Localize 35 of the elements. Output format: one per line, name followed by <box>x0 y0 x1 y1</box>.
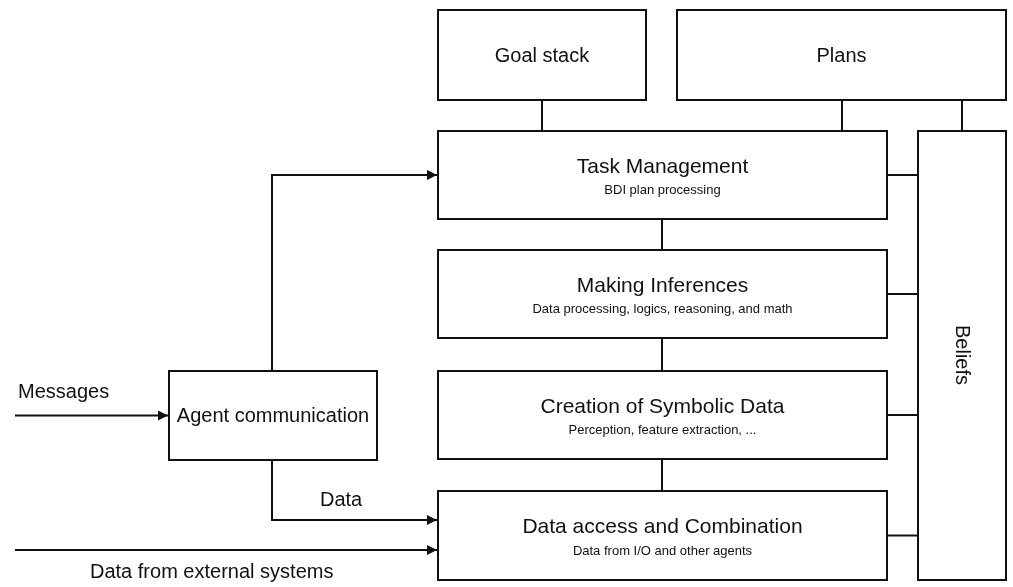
connector-line <box>887 174 918 176</box>
connector-line <box>887 293 918 295</box>
process-box <box>437 9 647 101</box>
box-subtitle: Data processing, logics, reasoning, and math <box>532 301 793 317</box>
process-box <box>437 490 888 581</box>
connector-line <box>661 338 663 371</box>
edge-label: Data from external systems <box>88 560 336 583</box>
arrow <box>271 460 438 525</box>
process-box <box>168 370 378 461</box>
connector-line <box>541 100 543 131</box>
arrow <box>14 410 169 421</box>
connector-line <box>887 414 918 416</box>
box-title: Beliefs <box>950 325 974 386</box>
process-box <box>437 249 888 339</box>
box-title: Creation of Symbolic Data <box>540 392 785 419</box>
connector-line <box>841 100 843 131</box>
box-title: Data access and Combination <box>522 513 803 540</box>
connector-line <box>661 219 663 250</box>
box-title: Making Inferences <box>576 271 749 298</box>
connector-line <box>887 534 918 537</box>
box-title: Agent communication <box>176 403 370 428</box>
process-box <box>437 370 888 460</box>
beliefs-bar <box>917 130 1007 581</box>
connector-line <box>661 459 663 491</box>
arrow <box>14 545 438 555</box>
box-title: Goal stack <box>494 42 590 68</box>
box-title: Task Management <box>576 152 749 179</box>
box-subtitle: BDI plan processing <box>604 182 721 198</box>
box-title: Plans <box>816 42 867 68</box>
box-subtitle: Data from I/O and other agents <box>572 542 753 558</box>
box-subtitle: Perception, feature extraction, ... <box>568 422 757 438</box>
process-box <box>676 9 1007 101</box>
arrow <box>271 170 438 371</box>
process-box <box>437 130 888 220</box>
connector-line <box>961 100 963 131</box>
